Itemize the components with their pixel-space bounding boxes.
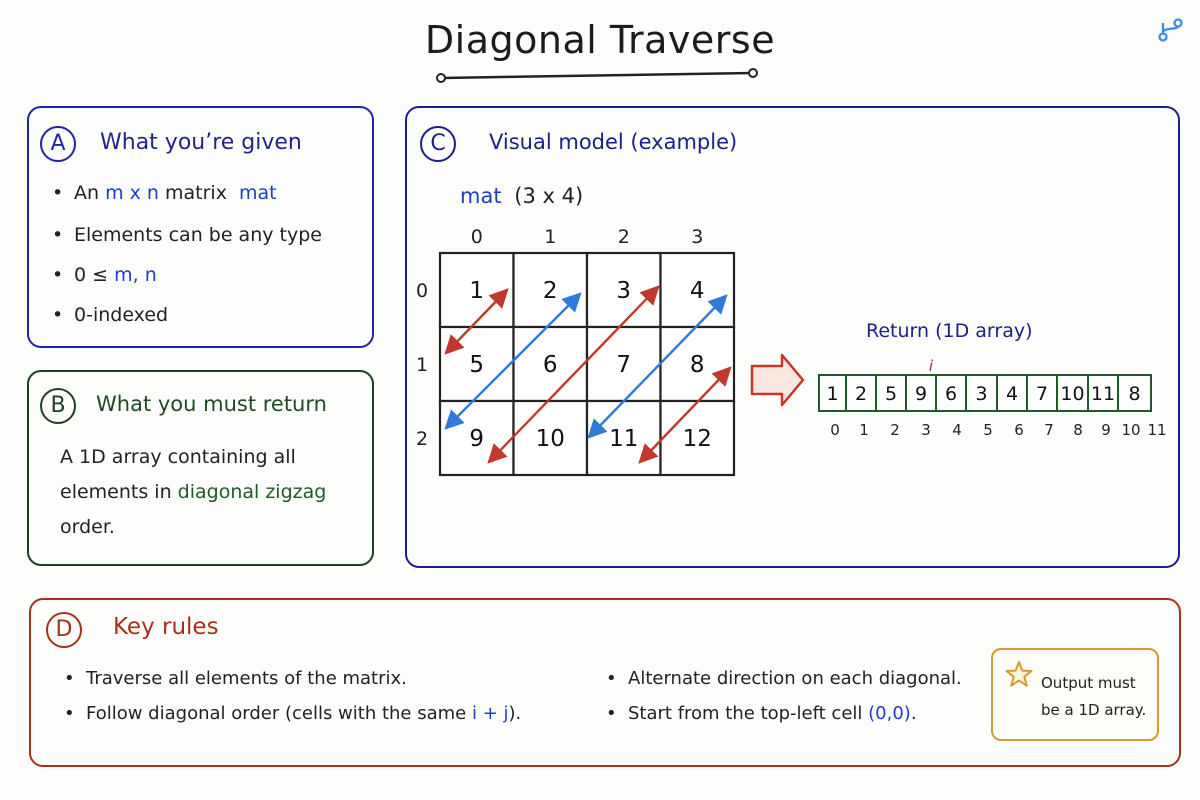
- given-item-matrix: An m x n matrix mat: [52, 182, 362, 224]
- result-cell: [845, 374, 877, 412]
- note-text: Output must be a 1D array.: [1041, 674, 1147, 719]
- result-index: 10: [1121, 421, 1140, 439]
- panel-d-badge: D: [46, 612, 82, 648]
- matrix-cell-value: 1: [469, 278, 484, 304]
- rules-left-list: Traverse all elements of the matrix. Fol…: [64, 668, 564, 738]
- visual-model-title: Visual model (example): [489, 130, 738, 154]
- given-item-index: 0-indexed: [52, 304, 362, 344]
- result-value: 8: [1128, 383, 1140, 405]
- result-value: 9: [915, 383, 927, 405]
- rule-alternate: Alternate direction on each diagonal.: [606, 668, 976, 689]
- given-panel: [27, 106, 374, 348]
- result-value: 2: [855, 383, 867, 405]
- matrix-cell-value: 3: [616, 278, 631, 304]
- given-list: An m x n matrix mat Elements can be any …: [52, 182, 362, 344]
- result-value: 7: [1036, 383, 1048, 405]
- given-item-bounds: 0 ≤ m, n: [52, 264, 362, 304]
- result-value: 4: [1006, 383, 1018, 405]
- matrix-cell-value: 9: [469, 426, 484, 452]
- matrix-cell-value: 8: [690, 352, 705, 378]
- index-pointer: i: [929, 357, 934, 375]
- result-value: 1: [826, 383, 838, 405]
- row-label: 2: [416, 428, 428, 450]
- rule-start: Start from the top-left cell (0,0).: [606, 703, 976, 724]
- return-panel: [27, 370, 374, 566]
- result-index: 2: [890, 421, 900, 439]
- matrix-caption: mat (3 x 4): [460, 184, 584, 208]
- title-underline: [436, 68, 758, 83]
- result-index: 3: [921, 421, 931, 439]
- matrix-cell-value: 2: [543, 278, 558, 304]
- row-label: 0: [416, 280, 428, 302]
- result-cell: [875, 374, 907, 412]
- col-label: 0: [471, 226, 483, 248]
- visual-model-panel: [405, 106, 1180, 568]
- result-cell: [965, 374, 998, 412]
- result-index: 1: [859, 421, 869, 439]
- matrix-cell-value: 10: [536, 426, 565, 452]
- col-label: 2: [618, 226, 630, 248]
- result-index: 6: [1014, 421, 1024, 439]
- result-index: 8: [1073, 421, 1083, 439]
- result-index: 7: [1044, 421, 1054, 439]
- result-index: 4: [952, 421, 962, 439]
- return-description: A 1D array containing all elements in di…: [60, 446, 327, 538]
- result-cell: [905, 374, 937, 412]
- return-title: What you must return: [96, 392, 327, 416]
- matrix-cell-value: 11: [609, 426, 638, 452]
- col-label: 1: [544, 226, 556, 248]
- result-value: 11: [1091, 383, 1115, 405]
- return-array-label: Return (1D array): [866, 320, 1033, 342]
- result-cell: [818, 374, 847, 412]
- key-rules-title: Key rules: [113, 614, 219, 640]
- matrix-cell-value: 4: [690, 278, 705, 304]
- result-value: 6: [945, 383, 957, 405]
- result-index: 11: [1147, 421, 1166, 439]
- result-cell: [1056, 374, 1089, 412]
- panel-b-badge: B: [40, 388, 76, 424]
- matrix-cell-value: 7: [616, 352, 631, 378]
- given-item-type: Elements can be any type: [52, 224, 362, 264]
- branch-icon: [1158, 18, 1183, 42]
- rules-right-list: Alternate direction on each diagonal. St…: [606, 668, 976, 738]
- matrix-cell-value: 6: [543, 352, 558, 378]
- matrix-cell-value: 5: [469, 352, 484, 378]
- given-title: What you’re given: [100, 130, 302, 155]
- result-value: 5: [885, 383, 897, 405]
- col-label: 3: [691, 226, 703, 248]
- rule-traverse: Traverse all elements of the matrix.: [64, 668, 564, 689]
- result-cell: [935, 374, 967, 412]
- result-value: 10: [1060, 383, 1084, 405]
- result-index: 5: [983, 421, 993, 439]
- key-rules-panel: [29, 598, 1181, 767]
- result-cell: [1117, 374, 1152, 412]
- row-label: 1: [416, 354, 428, 376]
- diagonal-arrows: [444, 285, 732, 464]
- star-icon: [1005, 661, 1033, 687]
- result-value: 3: [975, 383, 987, 405]
- matrix-cell-value: 12: [683, 426, 712, 452]
- panel-c-badge: C: [420, 126, 456, 162]
- result-index: 9: [1101, 421, 1111, 439]
- result-index: 0: [830, 421, 840, 439]
- page-title: Diagonal Traverse: [424, 18, 776, 62]
- right-arrow-icon: [750, 353, 805, 407]
- rule-diagonal-order: Follow diagonal order (cells with the sa…: [64, 703, 564, 724]
- diagonal-arrow: [638, 366, 732, 464]
- panel-a-badge: A: [40, 126, 76, 162]
- output-note: Output must be a 1D array.: [991, 648, 1159, 741]
